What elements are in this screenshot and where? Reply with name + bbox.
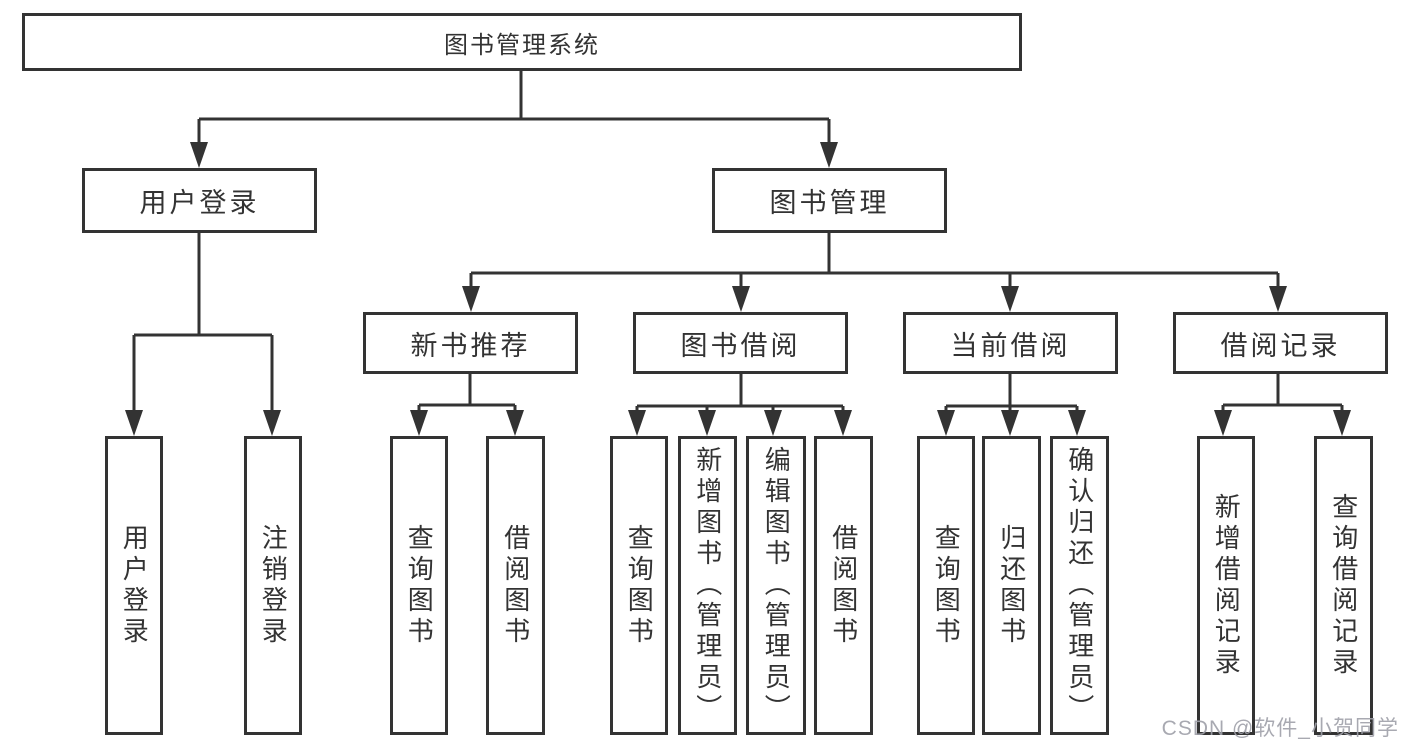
leaf-return-book: 归还图书 — [982, 436, 1041, 735]
arrowhead — [732, 286, 750, 312]
node-label: 图书借阅 — [680, 330, 801, 361]
node-label: 归还图书 — [996, 523, 1027, 648]
arrowhead — [834, 410, 852, 436]
node-label: 用户登录 — [119, 523, 150, 648]
connector-bookmgmt-to-level3 — [469, 233, 1280, 289]
arrowhead — [820, 142, 838, 168]
connector-root-to-level2 — [197, 69, 831, 144]
arrowhead — [1214, 410, 1232, 436]
node-book-borrow: 图书借阅 — [633, 312, 848, 374]
leaf-borrow-books-1: 借阅图书 — [486, 436, 545, 735]
node-new-book-recommend: 新书推荐 — [363, 312, 578, 374]
node-label: 新书推荐 — [410, 330, 531, 361]
connector-userlogin-to-leaves — [132, 233, 274, 412]
node-label: 注销登录 — [258, 523, 289, 648]
arrowhead — [1001, 286, 1019, 312]
node-label: 用户登录 — [139, 188, 260, 218]
node-user-login: 用户登录 — [82, 168, 317, 233]
node-label: 新增图书（管理员） — [692, 446, 723, 725]
arrowhead — [506, 410, 524, 436]
node-label: 借阅图书 — [828, 523, 859, 648]
node-label: 查询借阅记录 — [1328, 492, 1359, 679]
node-current-borrow: 当前借阅 — [903, 312, 1118, 374]
leaf-query-borrow-record: 查询借阅记录 — [1314, 436, 1373, 735]
leaf-add-borrow-record: 新增借阅记录 — [1197, 436, 1255, 735]
arrowhead — [462, 286, 480, 312]
arrowhead — [1068, 410, 1086, 436]
node-label: 新增借阅记录 — [1211, 492, 1242, 679]
arrowhead — [698, 410, 716, 436]
node-label: 图书管理系统 — [444, 31, 600, 59]
node-borrow-records: 借阅记录 — [1173, 312, 1388, 374]
csdn-watermark: CSDN @软件_小贺同学 — [1161, 717, 1399, 740]
arrowhead — [764, 410, 782, 436]
arrowhead — [410, 410, 428, 436]
node-label: 借阅图书 — [500, 523, 531, 648]
node-label: 确认归还（管理员） — [1064, 446, 1095, 725]
leaf-logout: 注销登录 — [244, 436, 302, 735]
arrowhead — [1333, 410, 1351, 436]
arrowhead — [628, 410, 646, 436]
arrowhead — [937, 410, 955, 436]
node-label: 图书管理 — [769, 188, 890, 218]
leaf-confirm-return-admin: 确认归还（管理员） — [1050, 436, 1109, 735]
connector-bookborrow-to-leaves — [635, 374, 845, 414]
node-label: 查询图书 — [624, 523, 655, 648]
leaf-edit-book-admin: 编辑图书（管理员） — [746, 436, 806, 735]
arrowhead — [1001, 410, 1019, 436]
connector-records-to-leaves — [1221, 374, 1344, 413]
arrowhead — [125, 410, 143, 436]
connector-newbook-to-leaves — [417, 374, 517, 413]
node-label: 借阅记录 — [1220, 330, 1341, 361]
arrowhead — [1269, 286, 1287, 312]
leaf-query-books-2: 查询图书 — [610, 436, 668, 735]
leaf-borrow-books-2: 借阅图书 — [814, 436, 873, 735]
leaf-user-login: 用户登录 — [105, 436, 163, 735]
node-book-management: 图书管理 — [712, 168, 947, 233]
node-library-management-system: 图书管理系统 — [22, 13, 1022, 71]
leaf-add-book-admin: 新增图书（管理员） — [678, 436, 737, 735]
connector-currentborrow-to-leaves — [944, 374, 1079, 414]
node-label: 当前借阅 — [950, 330, 1071, 361]
arrowhead — [190, 142, 208, 168]
node-label: 查询图书 — [931, 523, 962, 648]
leaf-query-books-1: 查询图书 — [390, 436, 448, 735]
node-label: 查询图书 — [404, 523, 435, 648]
leaf-query-books-3: 查询图书 — [917, 436, 975, 735]
arrowhead — [263, 410, 281, 436]
node-label: 编辑图书（管理员） — [761, 446, 792, 725]
